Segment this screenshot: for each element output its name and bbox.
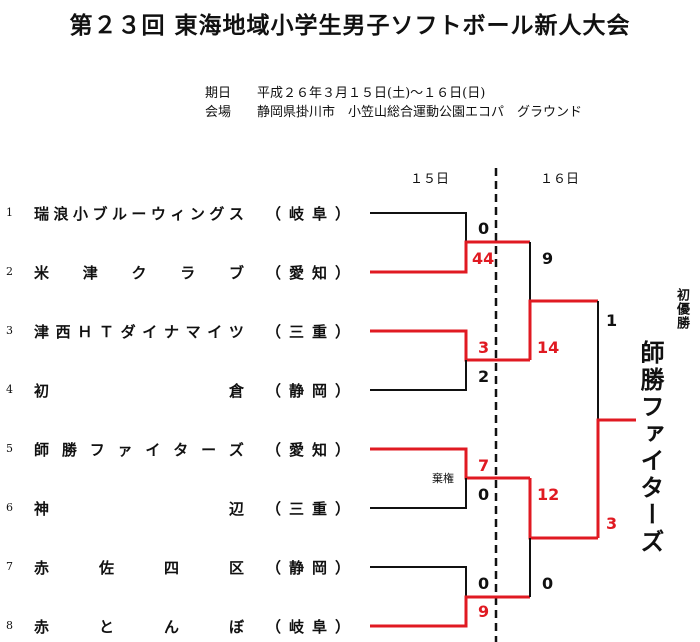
team-seed-number: 4 [6, 383, 13, 396]
venue-row: 会場 静岡県掛川市 小笠山総合運動公園エコパ グラウンド [205, 101, 582, 120]
score-final-bottom: 3 [606, 514, 618, 533]
score-r1-m3-bottom: 0 [478, 485, 490, 504]
score-r1-m3-top: 7 [478, 456, 490, 475]
score-final-top: 1 [606, 311, 618, 330]
team-prefecture: （三重） [266, 323, 350, 341]
team-row-1: 1 瑞浪小ブルーウィングス （岐阜） [0, 203, 360, 223]
team-seed-number: 3 [6, 324, 13, 337]
team-seed-number: 8 [6, 619, 13, 632]
team-row-4: 4 初倉 （静岡） [0, 380, 360, 400]
bracket-line-final-win [596, 418, 636, 538]
page-title: 第２３回 東海地域小学生男子ソフトボール新人大会 [69, 12, 631, 39]
team-seed-number: 6 [6, 501, 13, 514]
team-row-2: 2 米津クラブ （愛知） [0, 262, 360, 282]
team-name: 師勝ファイターズ [34, 441, 244, 459]
team-prefecture: （岐阜） [266, 205, 350, 223]
bracket-line-team7 [370, 566, 467, 597]
score-sf2-bottom: 0 [542, 574, 554, 593]
bracket-line-team6 [370, 478, 467, 509]
team-seed-number: 1 [6, 206, 13, 219]
team-row-7: 7 赤佐四区 （静岡） [0, 557, 360, 577]
day1-header: １５日 [410, 172, 450, 187]
score-r1-m2-bottom: 2 [478, 367, 490, 386]
forfeit-note: 棄権 [432, 472, 454, 485]
date-row: 期日 平成２６年３月１５日(土)～１６日(日) [205, 82, 485, 101]
score-sf1-bottom: 14 [537, 338, 560, 357]
bracket-line-sf1-win [528, 299, 598, 360]
score-r1-m2-top: 3 [478, 338, 490, 357]
champion-name: 師勝ファイターズ [636, 340, 665, 556]
score-r1-m1-bottom: 44 [472, 249, 495, 268]
day2-header: １６日 [540, 172, 580, 187]
team-prefecture: （静岡） [266, 559, 350, 577]
venue-label: 会場 [205, 105, 232, 120]
score-r1-m1-top: 0 [478, 219, 490, 238]
team-prefecture: （岐阜） [266, 618, 350, 636]
team-prefecture: （愛知） [266, 441, 350, 459]
bracket-line-team4 [370, 360, 467, 391]
team-seed-number: 2 [6, 265, 13, 278]
team-name: 米津クラブ [34, 264, 244, 282]
team-name: 赤とんぼ [34, 618, 244, 636]
bracket-line-team2-win [370, 240, 530, 274]
bracket-line-team5-win [370, 447, 530, 480]
score-sf2-top: 12 [537, 485, 560, 504]
venue-value: 静岡県掛川市 小笠山総合運動公園エコパ グラウンド [257, 105, 583, 120]
team-row-8: 8 赤とんぼ （岐阜） [0, 616, 360, 636]
team-name: 瑞浪小ブルーウィングス [34, 205, 244, 223]
bracket-line-team1 [370, 212, 467, 242]
date-label: 期日 [205, 86, 232, 101]
team-name: 神辺 [34, 500, 244, 518]
champion-label: 初優勝 [674, 288, 689, 330]
team-prefecture: （静岡） [266, 382, 350, 400]
team-prefecture: （三重） [266, 500, 350, 518]
date-value: 平成２６年３月１５日(土)～１６日(日) [257, 86, 486, 101]
team-seed-number: 7 [6, 560, 13, 573]
score-r1-m4-top: 0 [478, 574, 490, 593]
team-prefecture: （愛知） [266, 264, 350, 282]
team-row-6: 6 神辺 （三重） [0, 498, 360, 518]
team-row-5: 5 師勝ファイターズ （愛知） [0, 439, 360, 459]
team-seed-number: 5 [6, 442, 13, 455]
bracket-line-team3-win [370, 329, 530, 362]
team-name: 初倉 [34, 382, 244, 400]
team-name: 赤佐四区 [34, 559, 244, 577]
score-r1-m4-bottom: 9 [478, 602, 490, 621]
bracket-line-team8-win [370, 595, 530, 628]
score-sf1-top: 9 [542, 249, 554, 268]
